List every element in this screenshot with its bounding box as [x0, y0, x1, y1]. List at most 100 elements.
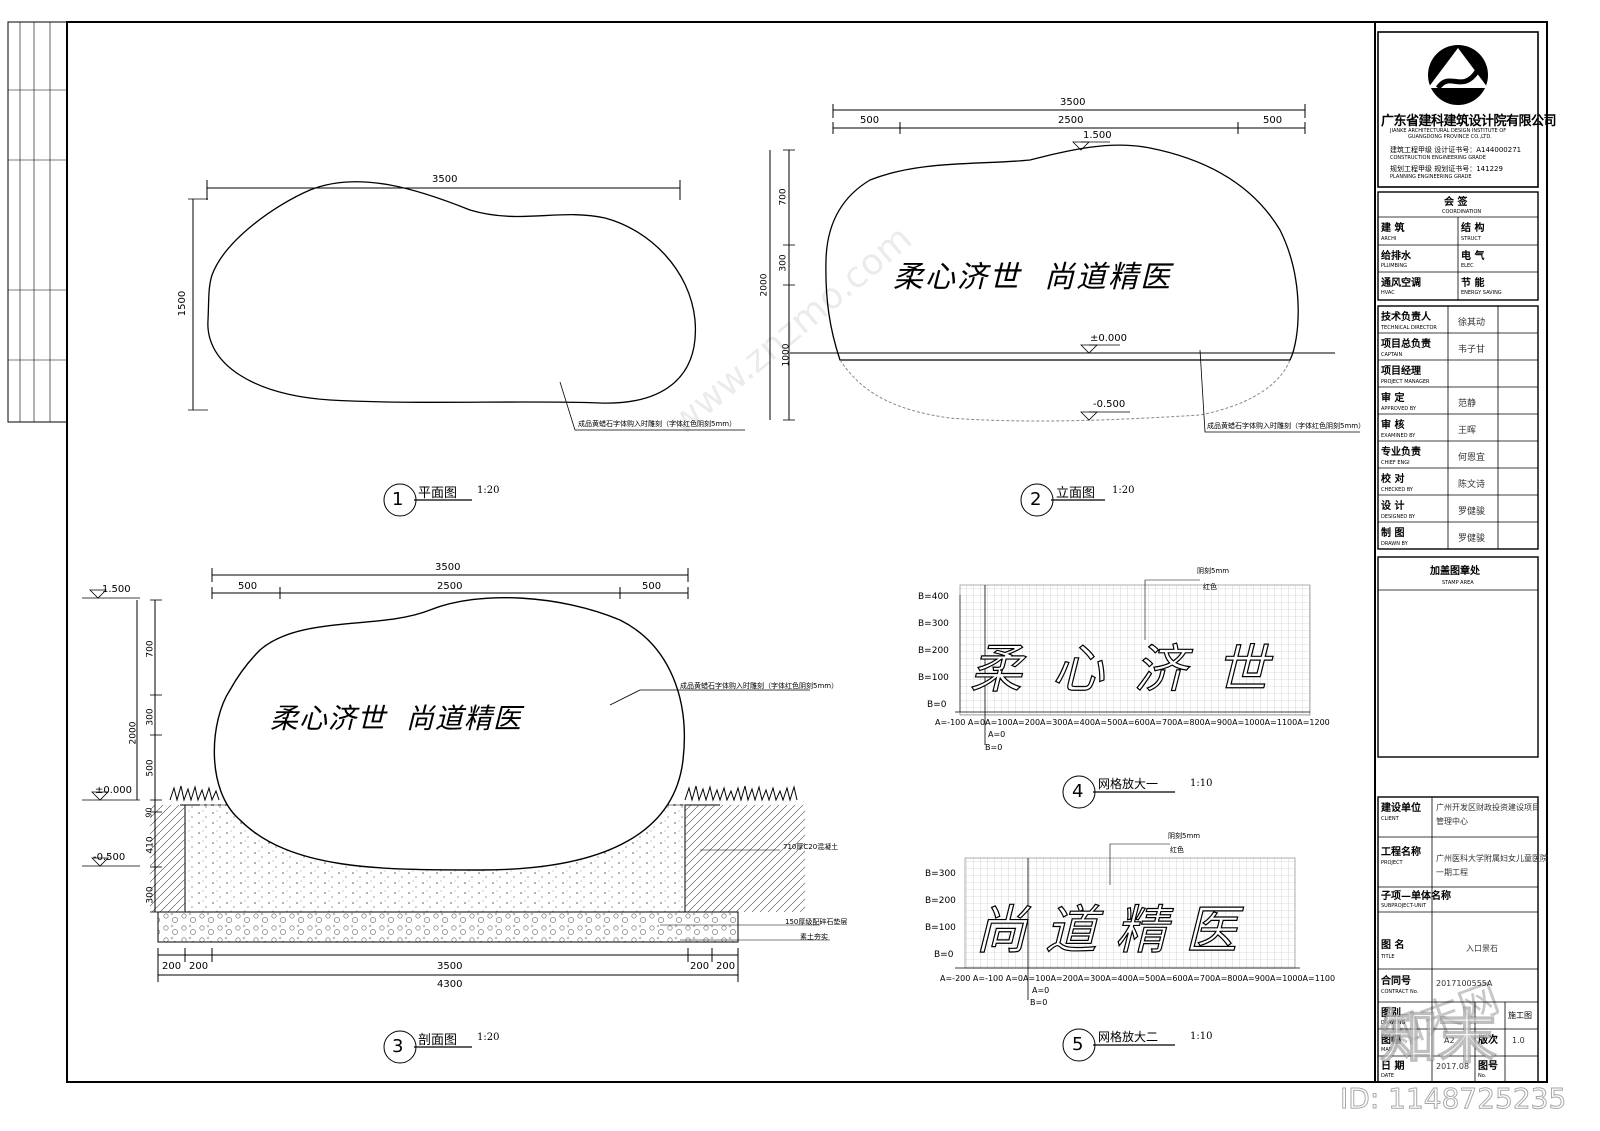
- elev-v-2000: 2000: [759, 273, 770, 297]
- role-pm-en: PROJECT MANAGER: [1381, 379, 1430, 385]
- view2-scale: 1:20: [1112, 485, 1135, 496]
- sec-v-500: 500: [145, 759, 156, 777]
- drawing-no-label-en: No.: [1478, 1073, 1487, 1079]
- sec-v-410: 410: [145, 836, 156, 854]
- role-examined-name: 王晖: [1458, 426, 1477, 436]
- company-en-1: JIANKE ARCHITECTURAL DESIGN INSTITUTE OF: [1390, 128, 1507, 134]
- date-val: 2017.08: [1436, 1062, 1470, 1071]
- role-captain-en: CAPTAIN: [1381, 352, 1403, 358]
- edition-val: 1.0: [1512, 1036, 1525, 1045]
- role-checked-en: CHECKED BY: [1381, 487, 1413, 493]
- role-drawn: 制 图: [1381, 528, 1405, 539]
- sec-v-2000: 2000: [128, 721, 139, 745]
- plan-height-dim: 1500: [177, 290, 189, 317]
- title-val: 入口景石: [1466, 944, 1498, 953]
- view4-title: 网格放大一: [1098, 777, 1159, 791]
- role-approved: 审 定: [1381, 393, 1405, 404]
- sec-v-700: 700: [145, 640, 156, 658]
- view1-number: 1: [392, 489, 404, 510]
- stamp-title-en: STAMP AREA: [1442, 580, 1474, 586]
- disc-energy-en: ENERGY SAVING: [1461, 290, 1502, 296]
- drawing-label: 图别: [1381, 1008, 1401, 1019]
- project-label: 工程名称: [1381, 847, 1421, 858]
- plan-width-dim: 3500: [432, 174, 458, 185]
- subproject-label-en: SUBPROJECT-UNIT: [1381, 903, 1427, 909]
- plan-engrave-note: 成品黄蜡石字体购入时雕刻（字体红色阴刻5mm）: [578, 420, 737, 428]
- grid4-b-300: B=300: [918, 619, 949, 629]
- title-label: 图 名: [1381, 940, 1405, 951]
- grid4-inscription: 柔心济世: [969, 639, 1299, 700]
- disc-elec-en: ELEC: [1461, 263, 1474, 269]
- inscription-line1: 柔心济世: [893, 260, 1021, 295]
- grid4-b-0: B=0: [927, 700, 947, 710]
- role-examined: 审 核: [1381, 420, 1405, 431]
- title-label-en: TITLE: [1381, 954, 1395, 960]
- role-tech: 技术负责人: [1381, 312, 1431, 323]
- view5-scale: 1:10: [1190, 1031, 1213, 1042]
- grid4-b-200: B=200: [918, 646, 949, 656]
- sec-v-90: 90: [144, 807, 154, 818]
- disc-energy: 节 能: [1461, 278, 1485, 289]
- contract-label-en: CONTRACT No.: [1381, 989, 1419, 995]
- plan-stone-outline: [207, 181, 697, 404]
- elev-inscription: 柔心济世 尚道精医: [893, 252, 1172, 296]
- subproject-label: 子项—单体名称: [1381, 891, 1451, 902]
- elev-level-minus: -0.500: [1093, 399, 1126, 410]
- client-val-2: 管理中心: [1436, 817, 1468, 826]
- project-label-en: PROJECT: [1381, 860, 1403, 866]
- client-val-1: 广州开发区财政投资建设项目: [1436, 803, 1540, 812]
- stamp-title: 加盖图章处: [1430, 566, 1480, 577]
- sec-width-dim: 3500: [435, 562, 461, 573]
- disc-elec: 电 气: [1461, 251, 1485, 262]
- cert-1: 建筑工程甲级 设计证书号：A144000271: [1390, 146, 1522, 154]
- elevation-stone-outline: [825, 144, 1299, 361]
- disc-struct: 结 构: [1461, 223, 1485, 234]
- grid5-a0: A=0: [1032, 986, 1050, 995]
- grid5-b-200: B=200: [925, 896, 956, 906]
- sec-level-minus: -0.500: [93, 852, 126, 863]
- role-tech-en: TECHNICAL DIRECTOR: [1381, 325, 1437, 331]
- company-logo-icon: [1428, 45, 1488, 105]
- sec-level-top: 1.500: [102, 584, 131, 595]
- disc-hvac: 通风空调: [1381, 278, 1421, 289]
- disc-archi: 建 筑: [1381, 223, 1405, 234]
- role-tech-name: 徐其动: [1458, 318, 1486, 328]
- grid4-b0: B=0: [985, 743, 1003, 752]
- view1-scale: 1:20: [477, 485, 500, 496]
- client-label: 建设单位: [1381, 803, 1421, 814]
- grid5-b0: B=0: [1030, 998, 1048, 1007]
- elev-level-zero: ±0.000: [1090, 333, 1128, 344]
- elev-v-700: 700: [778, 188, 789, 206]
- sec-inscription-line1: 柔心济世: [270, 702, 387, 735]
- gravel-note: 150厚级配碎石垫层: [785, 918, 848, 926]
- role-captain-name: 韦子甘: [1458, 345, 1486, 355]
- role-drawn-en: DRAWN BY: [1381, 541, 1408, 547]
- grid5-inscription: 尚道精医: [974, 900, 1256, 961]
- role-chief: 专业负责: [1381, 447, 1421, 458]
- map-label-en: MAP: [1381, 1047, 1392, 1053]
- sec-b-200d: 200: [716, 961, 736, 972]
- role-pm: 项目经理: [1381, 366, 1421, 377]
- role-chief-en: CHIEF ENGI: [1381, 460, 1410, 466]
- view1-title: 平面图: [418, 486, 458, 501]
- elev-seg-2: 2500: [1058, 115, 1084, 126]
- sec-level-zero: ±0.000: [95, 785, 133, 796]
- cert-1-en: CONSTRUCTION ENGINEERING GRADE: [1390, 155, 1486, 161]
- view3-title: 剖面图: [418, 1033, 458, 1048]
- sec-seg-3: 500: [642, 581, 662, 592]
- role-designed-name: 罗健骏: [1458, 507, 1486, 517]
- watermark-id: ID: 1148725235: [1339, 1082, 1567, 1116]
- sec-v-300b: 300: [145, 886, 156, 904]
- role-examined-en: EXAMINED BY: [1381, 433, 1416, 439]
- disc-hvac-en: HVAC: [1381, 290, 1395, 296]
- map-val: A2: [1444, 1036, 1455, 1045]
- role-checked: 校 对: [1381, 474, 1405, 485]
- inscription-line2: 尚道精医: [1044, 260, 1173, 295]
- view3-number: 3: [392, 1036, 404, 1057]
- disc-archi-en: ARCHI: [1381, 236, 1397, 242]
- contract-label: 合同号: [1381, 976, 1411, 987]
- disc-struct-en: STRUCT: [1461, 236, 1481, 242]
- company-name: 广东省建科建筑设计院有限公司: [1381, 114, 1557, 129]
- grid5-b-300: B=300: [925, 869, 956, 879]
